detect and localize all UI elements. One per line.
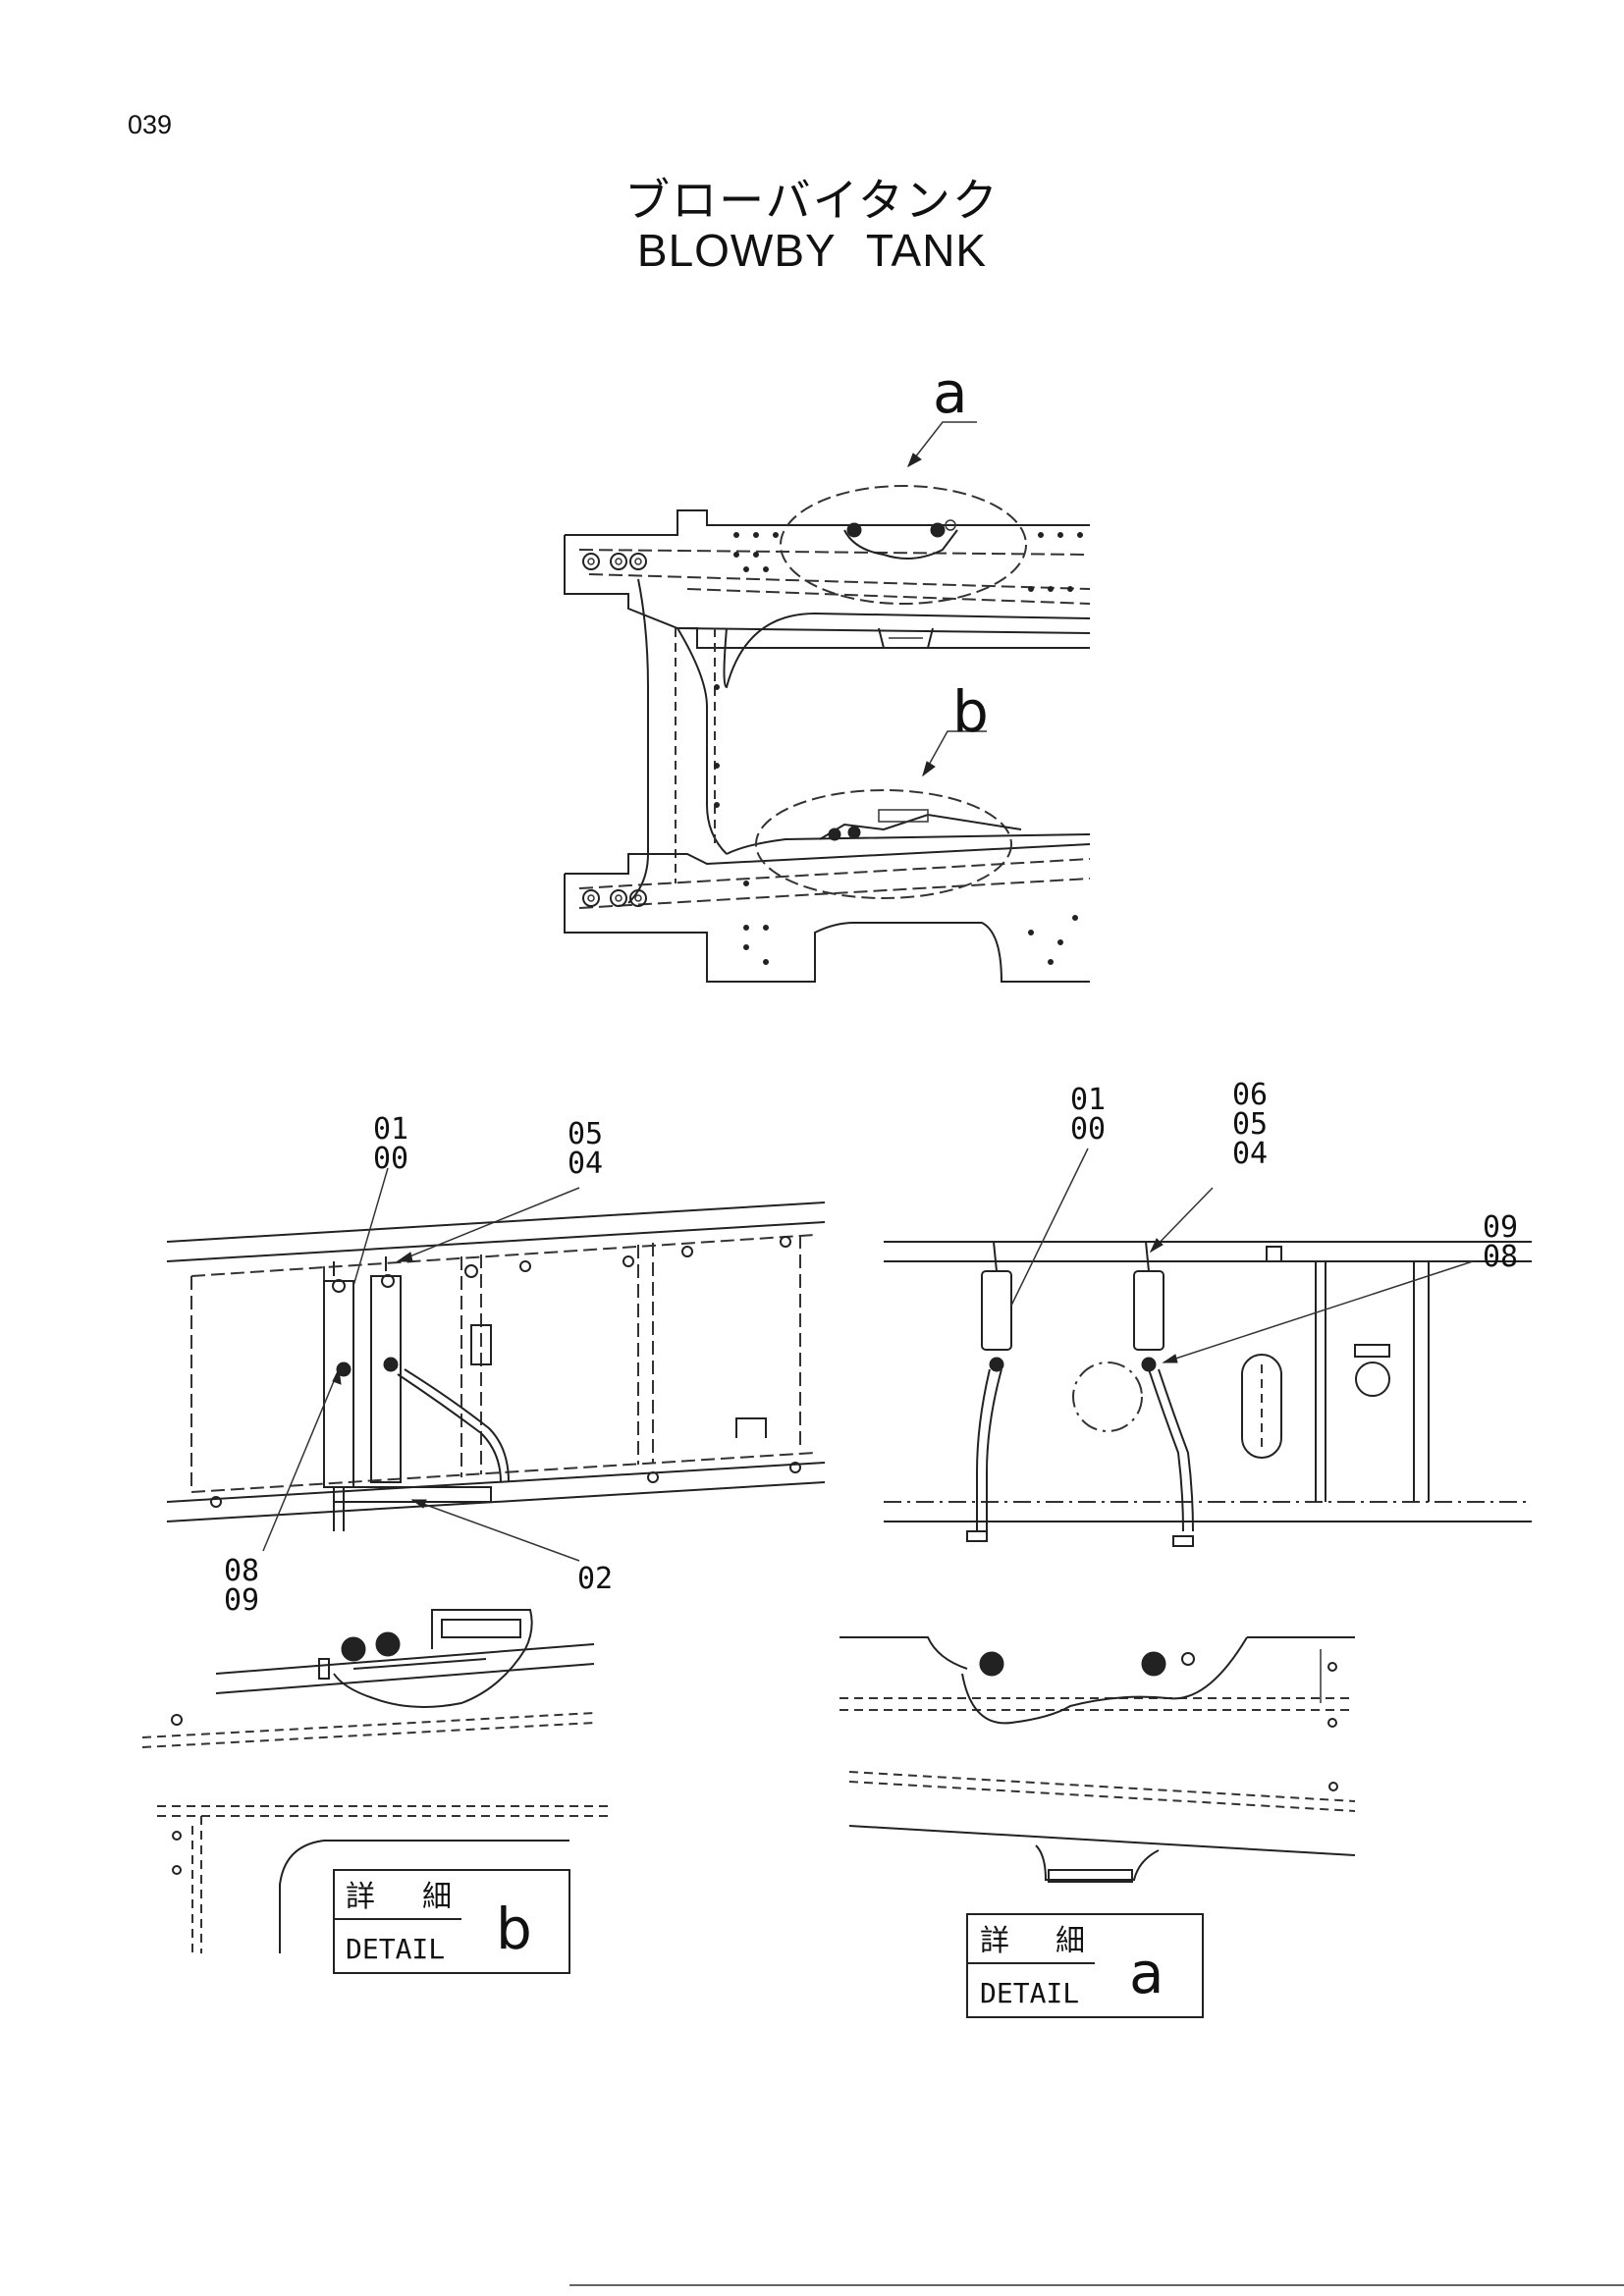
left-callout-09: 09 bbox=[224, 1583, 259, 1618]
page-number: 039 bbox=[128, 110, 173, 139]
overview-frame-view: a b bbox=[564, 359, 1091, 983]
right-tank-view: 01 00 06 05 04 09 08 bbox=[884, 1078, 1532, 1547]
right-callout-08: 08 bbox=[1483, 1240, 1518, 1274]
detail-a-frame: 詳 細 DETAIL a bbox=[966, 1913, 1204, 2018]
right-callout-01: 01 bbox=[1070, 1083, 1106, 1117]
detail-a-view bbox=[839, 1636, 1356, 1883]
title-japanese: ブローバイタンク bbox=[624, 174, 1000, 227]
title-english: BLOWBY TANK bbox=[636, 225, 988, 276]
detail-b-box-detail: DETAIL bbox=[346, 1933, 445, 1965]
left-callout-04: 04 bbox=[568, 1147, 603, 1181]
detail-a-box-detail: DETAIL bbox=[980, 1977, 1079, 2009]
detail-b-frame: 詳 細 DETAIL b bbox=[157, 1805, 609, 1974]
right-callout-05: 05 bbox=[1232, 1107, 1268, 1142]
detail-b-box-jp-right: 細 bbox=[422, 1880, 452, 1914]
overview-detail-b-label: b bbox=[952, 678, 989, 745]
left-callout-08: 08 bbox=[224, 1554, 259, 1588]
detail-b-box-jp-left: 詳 bbox=[346, 1880, 375, 1914]
detail-b-view bbox=[141, 1609, 595, 1748]
right-callout-06: 06 bbox=[1232, 1078, 1268, 1112]
detail-a-box-letter: a bbox=[1129, 1940, 1164, 2006]
right-callout-00: 00 bbox=[1070, 1112, 1106, 1147]
left-callout-02: 02 bbox=[577, 1562, 613, 1596]
left-callout-05: 05 bbox=[568, 1117, 603, 1151]
right-callout-09: 09 bbox=[1483, 1210, 1518, 1245]
overview-detail-a-label: a bbox=[933, 359, 968, 426]
left-callout-01: 01 bbox=[373, 1112, 408, 1147]
left-callout-00: 00 bbox=[373, 1142, 408, 1176]
detail-a-box-jp-right: 細 bbox=[1056, 1924, 1085, 1958]
detail-b-box-letter: b bbox=[496, 1896, 532, 1962]
detail-a-box-jp-left: 詳 bbox=[980, 1924, 1009, 1958]
left-tank-view: 01 00 05 04 08 09 02 bbox=[166, 1112, 826, 1618]
right-callout-04: 04 bbox=[1232, 1137, 1268, 1171]
